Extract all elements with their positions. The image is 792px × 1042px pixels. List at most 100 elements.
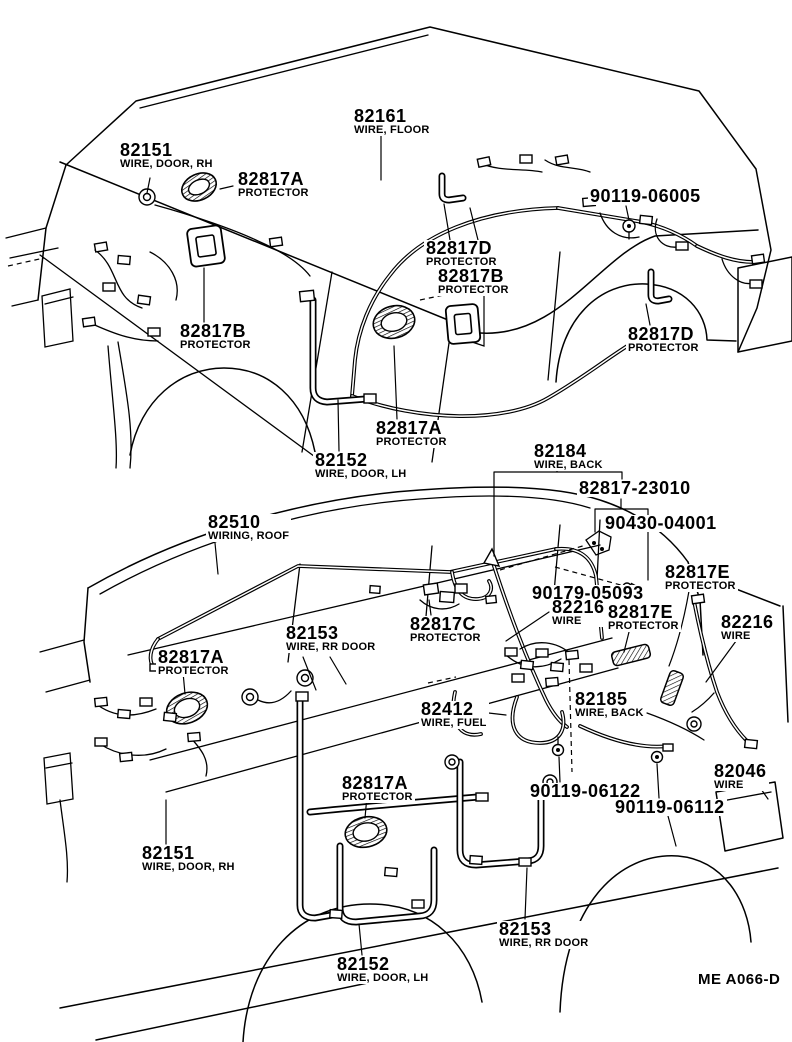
part-number: 82184	[534, 441, 587, 461]
part-number: 82817B	[180, 321, 247, 341]
part-description: WIRE, DOOR, LH	[315, 468, 407, 480]
part-description: WIRE, FUEL	[421, 717, 487, 729]
ring-grommet-icon	[296, 669, 314, 687]
ring-grommet-icon	[444, 754, 460, 770]
part-description: WIRE, DOOR, LH	[337, 972, 429, 984]
ring-grommet-icon	[686, 716, 702, 732]
part-callout-90119-06112: 90119-06112	[613, 798, 727, 816]
part-description: WIRE, RR DOOR	[286, 641, 376, 653]
grommet-protector-icon	[372, 304, 416, 340]
part-number: 82152	[337, 954, 390, 974]
figure-code: ME A066-D	[698, 971, 781, 988]
grommet-bolt-icon	[650, 750, 664, 764]
part-description: PROTECTOR	[438, 284, 509, 296]
part-description: PROTECTOR	[665, 580, 736, 592]
bar-protector-icon	[659, 670, 685, 706]
square-protector-icon	[444, 303, 482, 345]
ring-grommet-icon	[138, 188, 156, 206]
part-number: 82817D	[426, 238, 493, 258]
top-car-parts	[138, 172, 673, 345]
part-number: 82817B	[438, 266, 505, 286]
part-number: 82216	[552, 597, 605, 617]
part-description: WIRE, DOOR, RH	[120, 158, 213, 170]
l-protector-icon	[649, 270, 671, 303]
part-number: 82151	[120, 140, 173, 160]
part-number: 82817E	[608, 602, 674, 622]
part-description: PROTECTOR	[158, 665, 229, 677]
part-number: 90430-04001	[605, 513, 717, 533]
part-number: 82153	[499, 919, 552, 939]
part-description: PROTECTOR	[342, 791, 413, 803]
part-description: WIRE, BACK	[575, 707, 644, 719]
part-number: 82046	[714, 761, 767, 781]
part-description: PROTECTOR	[628, 342, 699, 354]
part-number: 82510	[208, 512, 261, 532]
part-callout-90119-06122: 90119-06122	[528, 781, 643, 801]
part-description: PROTECTOR	[426, 256, 497, 268]
part-description: WIRE	[721, 630, 751, 642]
l-protector-icon	[438, 172, 467, 204]
grommet-protector-icon	[344, 815, 388, 849]
part-number: 82412	[421, 699, 474, 719]
part-number: 90179-05093	[532, 583, 644, 603]
part-number: 82817E	[665, 562, 731, 582]
hinge-clip-icon	[585, 530, 612, 556]
part-description: PROTECTOR	[608, 620, 679, 632]
square-protector-icon	[186, 224, 226, 268]
part-description: WIRING, ROOF	[208, 530, 290, 542]
part-callout-90179-05093: 90179-05093	[530, 583, 646, 603]
ring-grommet-icon	[241, 688, 259, 706]
part-callout-90119-06005: 90119-06005	[588, 186, 703, 206]
part-number: 82153	[286, 623, 339, 643]
callout-leader-lines	[146, 132, 769, 956]
part-description: WIRE, DOOR, RH	[142, 861, 235, 873]
grommet-bolt-icon	[622, 219, 636, 240]
part-number: 82152	[315, 450, 368, 470]
part-number: 82161	[354, 106, 407, 126]
part-number: 82817-23010	[579, 478, 691, 498]
connector-icon	[482, 547, 501, 567]
part-number: 82151	[142, 843, 195, 863]
part-number: 82817A	[342, 773, 409, 793]
part-number: 82216	[721, 612, 774, 632]
bottom-car-outline	[39, 486, 789, 1042]
l-protector-icon	[440, 174, 465, 202]
part-number: 82817C	[410, 614, 477, 634]
top-car-outline	[5, 26, 792, 463]
part-description: WIRE	[552, 615, 582, 627]
part-description: WIRE, FLOOR	[354, 124, 430, 136]
part-number: 82817A	[158, 647, 225, 667]
grommet-protector-icon	[180, 172, 218, 202]
part-number: 90119-06005	[590, 186, 701, 206]
top-car-harnesses	[41, 159, 755, 469]
part-description: PROTECTOR	[238, 187, 309, 199]
bottom-car-parts	[165, 530, 702, 849]
part-description: PROTECTOR	[410, 632, 481, 644]
part-number: 90119-06122	[530, 781, 641, 801]
